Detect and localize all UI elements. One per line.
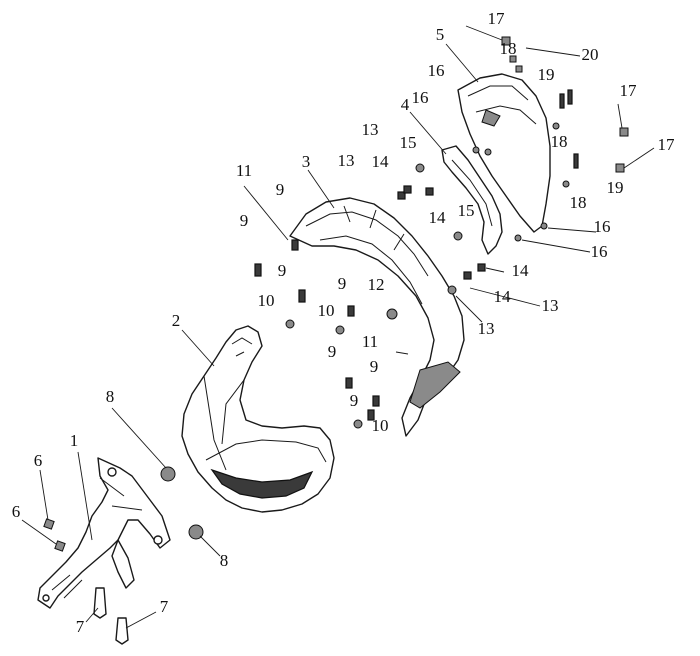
callout-13: 13 xyxy=(478,319,495,338)
callout-9: 9 xyxy=(370,357,379,376)
part-2-front-cowl xyxy=(181,325,335,513)
callout-10: 10 xyxy=(318,301,335,320)
callout-12: 12 xyxy=(368,275,385,294)
callouts: 1 2 3 4 5 6 6 7 7 8 8 9 9 9 9 9 9 9 10 1… xyxy=(12,9,675,636)
callout-13: 13 xyxy=(542,296,559,315)
callout-14: 14 xyxy=(372,152,390,171)
callout-16: 16 xyxy=(591,242,608,261)
callout-17: 17 xyxy=(488,9,506,28)
callout-10: 10 xyxy=(258,291,275,310)
part-4-bracket xyxy=(441,145,503,255)
callout-8: 8 xyxy=(106,387,115,406)
callout-11: 11 xyxy=(362,332,378,351)
callout-9: 9 xyxy=(278,261,287,280)
callout-17: 17 xyxy=(658,135,676,154)
callout-5: 5 xyxy=(436,25,445,44)
callout-17: 17 xyxy=(620,81,638,100)
callout-16: 16 xyxy=(412,88,429,107)
callout-8: 8 xyxy=(220,551,229,570)
callout-9: 9 xyxy=(240,211,249,230)
callout-14: 14 xyxy=(494,287,512,306)
callout-2: 2 xyxy=(172,311,181,330)
callout-9: 9 xyxy=(328,342,337,361)
callout-18: 18 xyxy=(570,193,587,212)
part-1-bracket xyxy=(37,457,171,609)
fasteners xyxy=(43,36,629,645)
callout-4: 4 xyxy=(401,95,410,114)
callout-6: 6 xyxy=(34,451,43,470)
callout-20: 20 xyxy=(582,45,599,64)
callout-14: 14 xyxy=(429,208,447,227)
callout-18: 18 xyxy=(551,132,568,151)
callout-18: 18 xyxy=(500,39,517,58)
callout-15: 15 xyxy=(400,133,417,152)
callout-19: 19 xyxy=(538,65,555,84)
callout-15: 15 xyxy=(458,201,475,220)
callout-6: 6 xyxy=(12,502,21,521)
callout-1: 1 xyxy=(70,431,79,450)
callout-13: 13 xyxy=(338,151,355,170)
part-3-inner-panel xyxy=(289,197,465,437)
callout-7: 7 xyxy=(160,597,169,616)
callout-13: 13 xyxy=(362,120,379,139)
callout-16: 16 xyxy=(428,61,445,80)
callout-9: 9 xyxy=(276,180,285,199)
callout-14: 14 xyxy=(512,261,530,280)
callout-3: 3 xyxy=(302,152,311,171)
callout-9: 9 xyxy=(338,274,347,293)
callout-7: 7 xyxy=(76,617,85,636)
callout-11: 11 xyxy=(236,161,252,180)
callout-16: 16 xyxy=(594,217,611,236)
callout-10: 10 xyxy=(372,416,389,435)
leader-lines xyxy=(21,25,655,629)
callout-9: 9 xyxy=(350,391,359,410)
callout-19: 19 xyxy=(607,178,624,197)
